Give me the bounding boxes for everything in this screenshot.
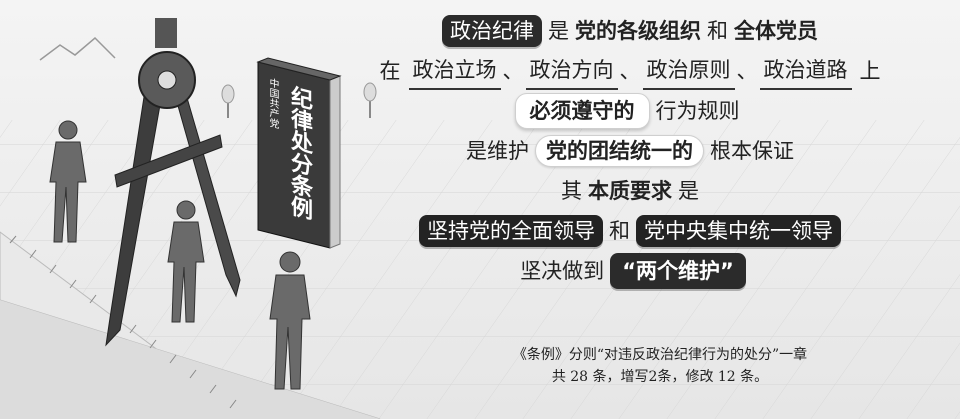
text-is-to-maintain: 是维护: [466, 139, 529, 163]
line-5: 其 本质要求 是: [555, 174, 705, 208]
text-essential-requirement: 本质要求: [588, 179, 672, 203]
footnote-line-1: 《条例》分则“对违反政治纪律行为的处分”一章: [512, 347, 808, 363]
text-political-principle: 政治原则: [642, 53, 735, 90]
line-4: 是维护 党的团结统一的 根本保证: [466, 134, 794, 168]
text-its: 其: [561, 179, 582, 203]
text-rules-of-conduct: 行为规则: [655, 99, 740, 123]
text-is: 是: [548, 19, 569, 43]
text-political-direction: 政治方向: [525, 53, 618, 90]
tag-party-leadership: 坚持党的全面领导: [419, 215, 603, 247]
text-political-stance: 政治立场: [408, 53, 501, 90]
line-3: 必须遵守的 行为规则: [514, 93, 746, 129]
text-is: 是: [678, 179, 699, 203]
text-on: 上: [859, 59, 881, 83]
text-and: 和: [707, 19, 728, 43]
text-party-organizations: 党的各级组织: [575, 19, 701, 43]
text-comma: 、: [619, 59, 641, 83]
book-cover-text: 中国共产党 纪 律 处 分 条 例: [262, 70, 326, 246]
text-comma: 、: [736, 59, 758, 83]
person-icon: [167, 200, 205, 323]
text-resolutely: 坚决做到: [520, 259, 605, 283]
footnote-line-2: 共 28 条，增写2条，修改 12 条。: [551, 369, 769, 385]
line-6: 坚持党的全面领导 和 党中央集中统一领导: [419, 214, 841, 248]
line-7: 坚决做到 “两个维护”: [514, 253, 746, 289]
lamp-icon: [221, 84, 235, 118]
tag-political-discipline: 政治纪律: [442, 15, 542, 47]
text-in: 在: [379, 59, 401, 83]
person-icon: [49, 120, 87, 243]
book-title-small: 中国共产党: [267, 76, 278, 130]
line-2: 在 政治立场 、 政治方向 、 政治原则 、 政治道路 上: [374, 53, 887, 90]
text-all-members: 全体党员: [734, 19, 818, 43]
tag-two-safeguards: “两个维护”: [610, 253, 746, 289]
text-column: 政治纪律 是 党的各级组织 和 全体党员 在 政治立场 、 政治方向 、 政治原…: [330, 12, 930, 292]
text-and: 和: [609, 219, 630, 243]
footnote: 《条例》分则“对违反政治纪律行为的处分”一章 共 28 条，增写2条，修改 12…: [420, 344, 900, 388]
tag-central-leadership: 党中央集中统一领导: [636, 215, 841, 247]
text-fundamental-guarantee: 根本保证: [710, 139, 794, 163]
text-political-road: 政治道路: [759, 53, 852, 90]
text-comma: 、: [502, 59, 524, 83]
regulation-book-icon: [256, 57, 342, 249]
person-icon: [269, 251, 311, 390]
line-1: 政治纪律 是 党的各级组织 和 全体党员: [442, 14, 818, 48]
compass-icon: [105, 18, 241, 347]
lamp-icon: [363, 82, 377, 118]
text-must-obey: 必须遵守的: [514, 93, 650, 129]
book-title-char: 例: [290, 193, 313, 225]
text-party-unity: 党的团结统一的: [535, 135, 704, 167]
mountain-icon: [39, 36, 116, 61]
